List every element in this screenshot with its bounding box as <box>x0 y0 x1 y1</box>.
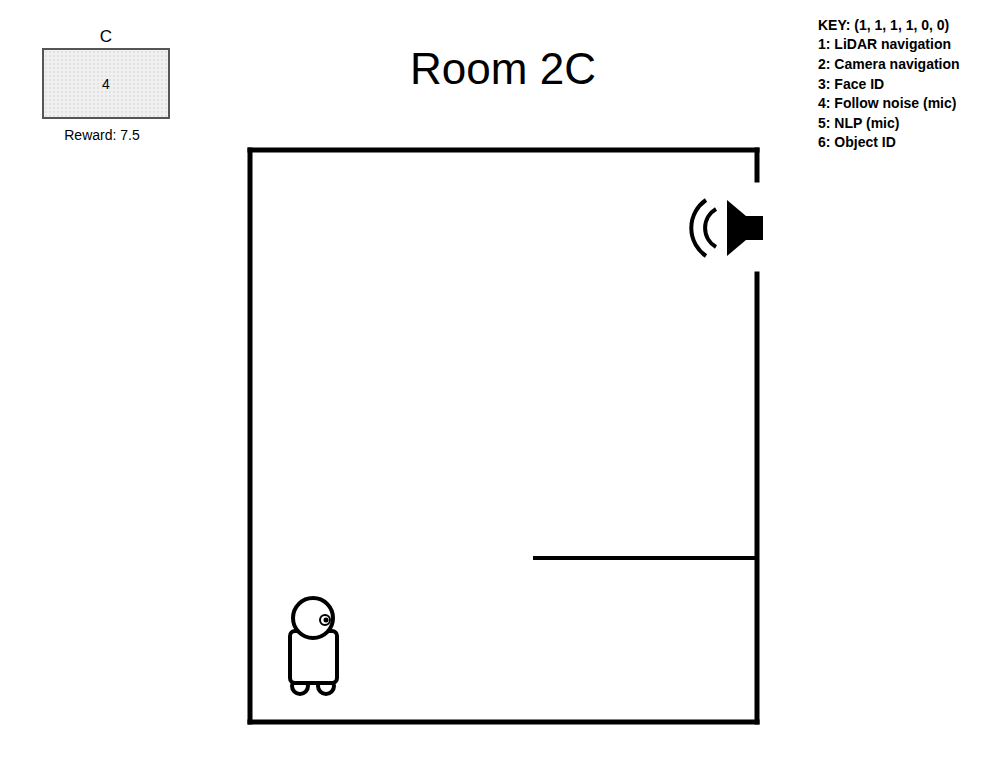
key-heading: KEY: (1, 1, 1, 1, 0, 0) <box>818 17 949 33</box>
key-item: 6: Object ID <box>818 134 896 150</box>
speaker-symbol <box>691 200 763 256</box>
robot-figure <box>290 598 337 694</box>
reward-label: Reward: 7.5 <box>64 127 139 143</box>
state-box: C4 <box>42 48 170 119</box>
key-item: 3: Face ID <box>818 76 884 92</box>
key-item: 1: LiDAR navigation <box>818 36 951 52</box>
room-walls <box>250 150 757 722</box>
box-heading: C <box>100 27 112 47</box>
key-item: 2: Camera navigation <box>818 56 960 72</box>
key-item: 4: Follow noise (mic) <box>818 95 956 111</box>
room-title: Room 2C <box>410 44 596 94</box>
key-item: 5: NLP (mic) <box>818 115 899 131</box>
inner-wall <box>533 556 757 560</box>
box-value: 4 <box>102 76 110 92</box>
